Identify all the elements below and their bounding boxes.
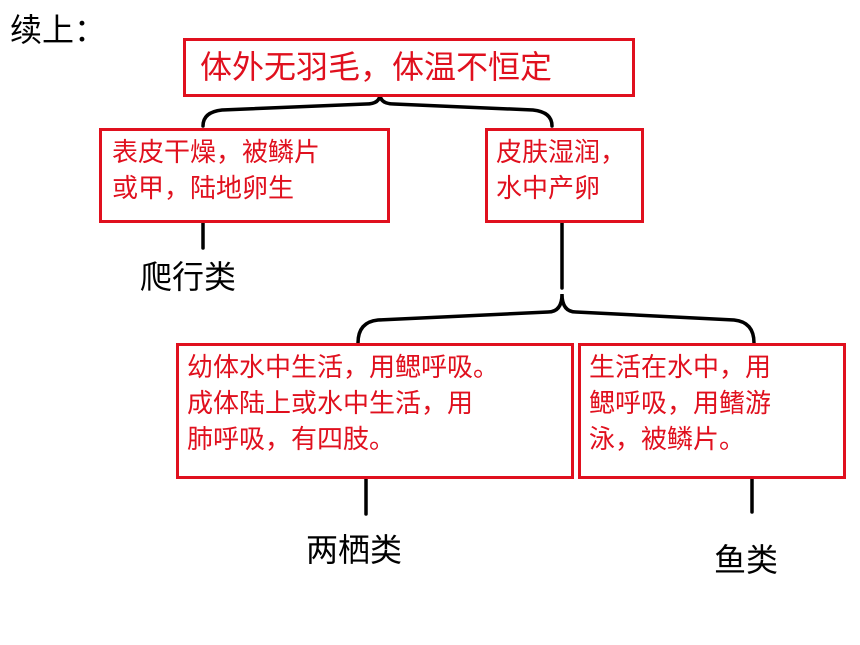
node-amphibian: 幼体水中生活，用鳃呼吸。 成体陆上或水中生活，用 肺呼吸，有四肢。 (176, 343, 574, 479)
node-fish: 生活在水中，用 鳃呼吸，用鳍游 泳，被鳞片。 (578, 343, 846, 479)
node-root: 体外无羽毛，体温不恒定 (183, 38, 635, 97)
label-amphibian: 两栖类 (306, 531, 403, 569)
brace-bottom (356, 293, 756, 345)
brace-top (201, 93, 554, 128)
page-heading: 续上： (10, 11, 107, 49)
label-fish: 鱼类 (714, 541, 779, 579)
node-right: 皮肤湿润， 水中产卵 (485, 128, 644, 223)
label-reptile: 爬行类 (140, 258, 237, 296)
node-left: 表皮干燥，被鳞片 或甲，陆地卵生 (99, 128, 390, 223)
